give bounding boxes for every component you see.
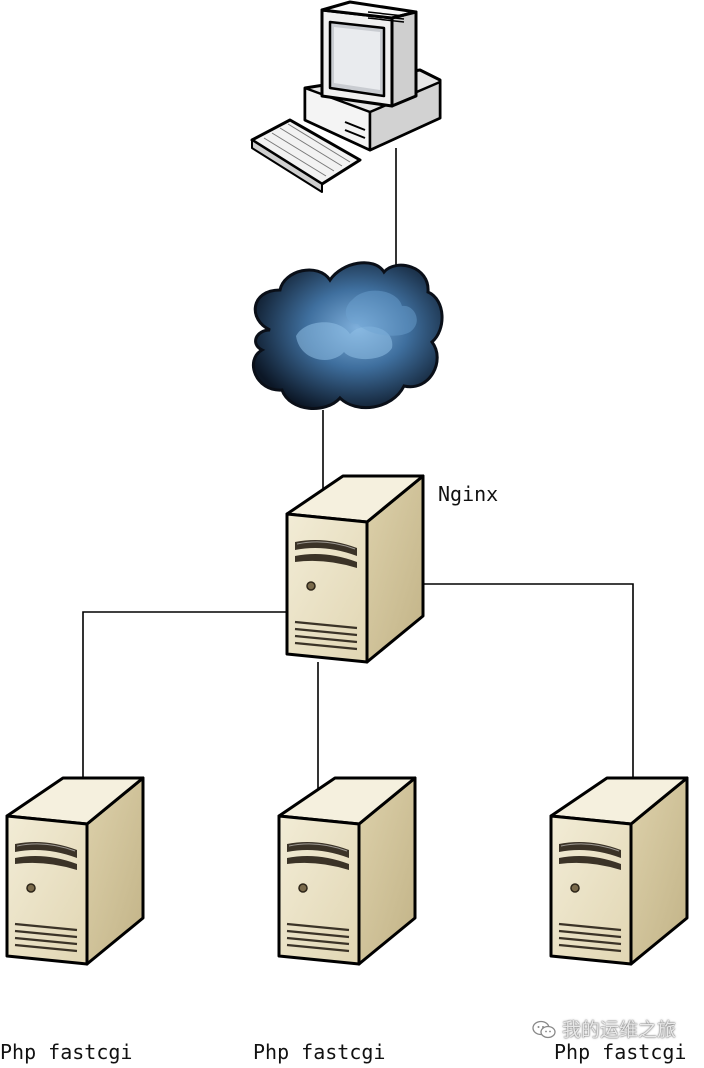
link-nginx-backend-left <box>82 611 286 778</box>
backend-server-icon-1 <box>5 776 145 966</box>
backend-server-icon-2 <box>277 776 417 966</box>
nginx-server-icon <box>285 474 425 664</box>
cloud-icon <box>251 261 444 410</box>
backend-label-1: Php fastcgi <box>0 1040 133 1064</box>
desktop-computer-icon <box>250 0 442 193</box>
backend-label-3: Php fastcgi <box>554 1040 687 1064</box>
watermark: 我的运维之旅 <box>532 1020 676 1040</box>
wechat-icon <box>532 1020 556 1039</box>
watermark-text: 我的运维之旅 <box>562 1018 677 1041</box>
backend-server-icon-3 <box>549 776 689 966</box>
nginx-label: Nginx <box>438 482 499 506</box>
backend-label-2: Php fastcgi <box>253 1040 386 1064</box>
connection-lines <box>82 148 634 800</box>
link-nginx-backend-right <box>423 583 634 778</box>
